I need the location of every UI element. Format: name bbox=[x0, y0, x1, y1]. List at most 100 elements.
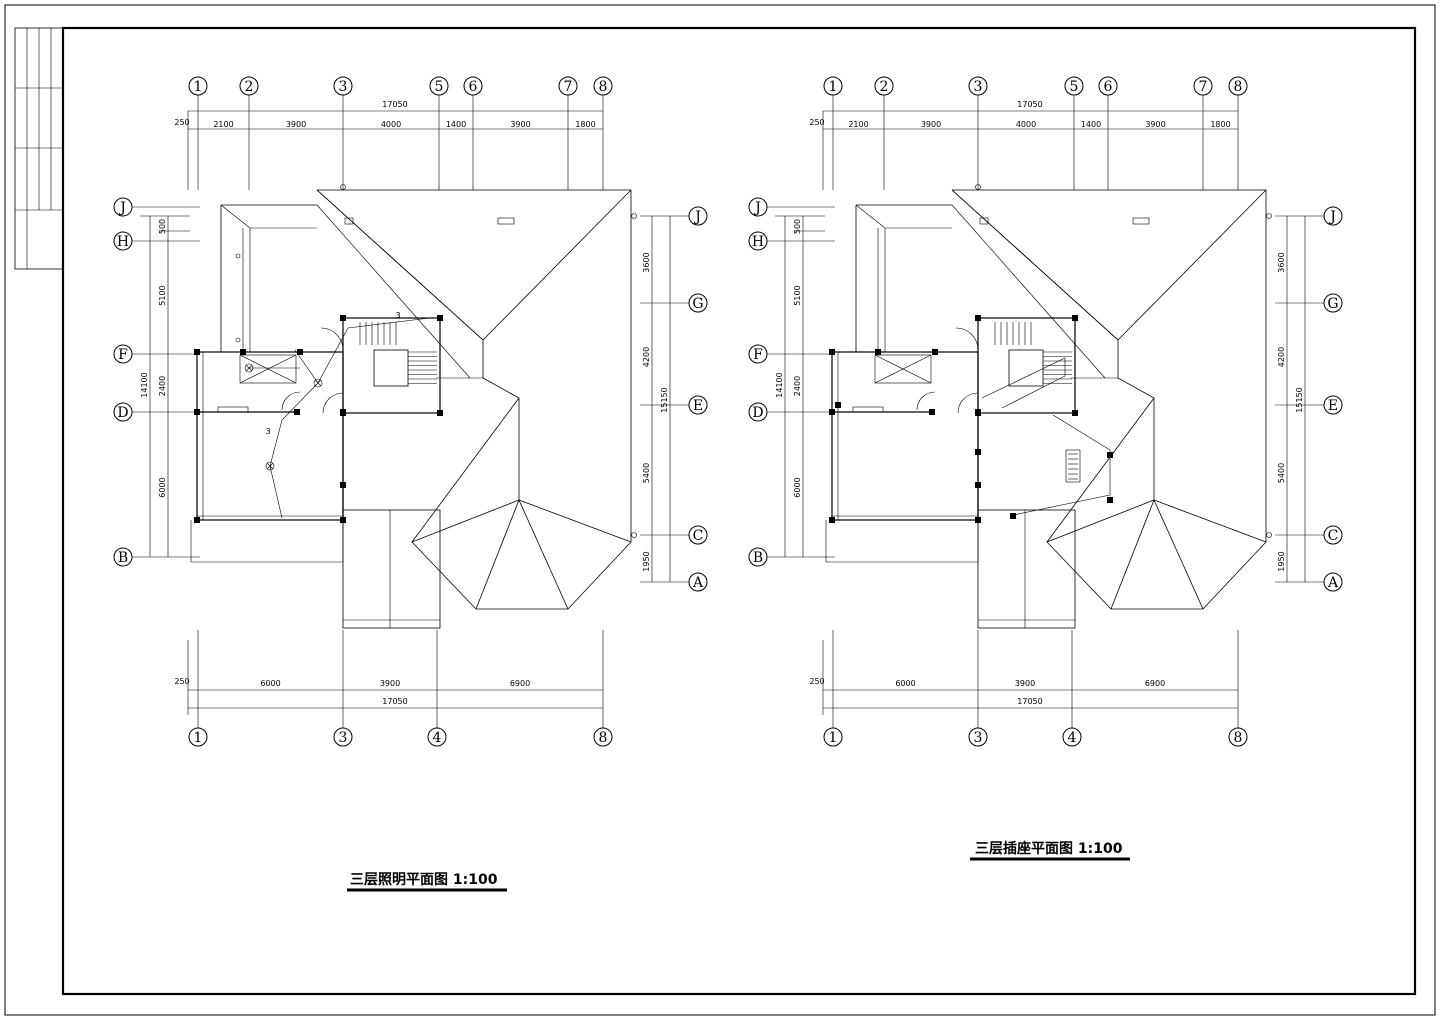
axis-end-mark bbox=[1266, 532, 1272, 538]
closet-cross bbox=[874, 354, 932, 384]
dim-top-total: 17050 bbox=[382, 100, 407, 109]
dim-bottom-seg: 6000 bbox=[895, 679, 915, 688]
axis-right-A-label: A bbox=[692, 575, 704, 591]
column-mark bbox=[1072, 315, 1078, 321]
axis-top-8-label: 8 bbox=[1234, 79, 1243, 95]
dim-bottom-seg: 3900 bbox=[380, 679, 400, 688]
dim-top-total: 17050 bbox=[1017, 100, 1042, 109]
wire-count: 3 bbox=[395, 311, 400, 320]
dim-top-offset: 250 bbox=[174, 118, 189, 127]
roof-edge bbox=[316, 204, 471, 379]
wire-run bbox=[317, 317, 431, 384]
axis-right-C-label: C bbox=[1328, 528, 1339, 544]
axis-end-mark bbox=[975, 184, 981, 190]
column-mark bbox=[1072, 410, 1078, 416]
balcony-outline bbox=[826, 520, 979, 563]
dim-top-seg: 3900 bbox=[1145, 120, 1165, 129]
roof-hip bbox=[411, 499, 520, 543]
axis-right-C-label: C bbox=[693, 528, 704, 544]
axis-bottom-4-label: 4 bbox=[1068, 730, 1077, 746]
dim-right-total: 15150 bbox=[1295, 387, 1304, 412]
dim-right-seg: 1950 bbox=[1277, 551, 1286, 571]
dim-bottom-total: 17050 bbox=[1017, 697, 1042, 706]
roof-edge bbox=[951, 204, 1106, 379]
dim-top-offset: 250 bbox=[809, 118, 824, 127]
dim-bottom-seg: 6900 bbox=[510, 679, 530, 688]
column-mark bbox=[194, 349, 200, 355]
dim-top-seg: 2100 bbox=[848, 120, 868, 129]
roof-hip bbox=[1117, 189, 1267, 341]
stair-well bbox=[1008, 349, 1044, 387]
axis-top-6-label: 6 bbox=[1104, 79, 1113, 95]
dim-top-seg: 1800 bbox=[1210, 120, 1230, 129]
dim-left-seg: 5100 bbox=[158, 285, 167, 305]
roof-hip bbox=[1046, 499, 1155, 543]
wire-count: 3 bbox=[265, 427, 270, 436]
roof-label-mark bbox=[497, 217, 515, 225]
dim-right-seg: 3600 bbox=[1277, 252, 1286, 272]
dim-bottom-offset: 250 bbox=[809, 677, 824, 686]
axis-bottom-8-label: 8 bbox=[1234, 730, 1243, 746]
axis-left-B-label: B bbox=[753, 550, 763, 566]
axis-top-2-label: 2 bbox=[245, 79, 254, 95]
roof-hip bbox=[1153, 499, 1204, 610]
porch-roof bbox=[342, 509, 441, 629]
fixture bbox=[852, 406, 884, 413]
dim-bottom-seg: 3900 bbox=[1015, 679, 1035, 688]
axis-right-J-label: J bbox=[693, 209, 701, 225]
axis-right-G-label: G bbox=[692, 296, 703, 312]
column-mark bbox=[829, 517, 835, 523]
axis-right-E-label: E bbox=[693, 398, 703, 414]
axis-top-5-label: 5 bbox=[1070, 79, 1079, 95]
stair-outline bbox=[977, 317, 1076, 414]
dim-top-seg: 4000 bbox=[1016, 120, 1036, 129]
roof-hip bbox=[951, 189, 1119, 341]
socket-icon bbox=[1107, 497, 1113, 503]
axis-bottom-3-label: 3 bbox=[974, 730, 983, 746]
closet-cross bbox=[239, 354, 297, 384]
door-swing bbox=[320, 327, 344, 351]
door-swing bbox=[957, 392, 979, 414]
column-mark bbox=[875, 349, 881, 355]
roof-hip bbox=[475, 499, 520, 610]
column-mark bbox=[194, 517, 200, 523]
roof-label-mark bbox=[979, 217, 989, 225]
roof-inner-edge bbox=[884, 227, 952, 352]
axis-left-J-label: J bbox=[753, 200, 761, 216]
balcony-outline bbox=[191, 520, 344, 563]
socket-icon bbox=[835, 402, 841, 408]
axis-right-E-label: E bbox=[1328, 398, 1338, 414]
axis-end-mark bbox=[631, 213, 637, 219]
dim-right-seg: 4200 bbox=[1277, 347, 1286, 367]
axis-left-D-label: D bbox=[117, 405, 128, 421]
ceiling-light-icon bbox=[313, 378, 323, 388]
dim-top-seg: 3900 bbox=[921, 120, 941, 129]
roof-hip bbox=[518, 499, 632, 543]
socket-run bbox=[981, 357, 1066, 409]
dim-left-total: 14100 bbox=[775, 372, 784, 397]
wire-run bbox=[294, 349, 319, 384]
column-mark bbox=[975, 315, 981, 321]
door-swing bbox=[916, 391, 936, 411]
axis-bottom-1-label: 1 bbox=[829, 730, 838, 746]
door-swing bbox=[281, 391, 301, 411]
roof-outline bbox=[316, 189, 632, 610]
roof-hip bbox=[1110, 499, 1155, 610]
dim-top-seg: 1800 bbox=[575, 120, 595, 129]
dim-right-seg: 5400 bbox=[642, 463, 651, 483]
stair-outline bbox=[342, 317, 441, 414]
porch-roof bbox=[977, 509, 1076, 629]
title-strip bbox=[14, 27, 64, 270]
axis-left-H-label: H bbox=[752, 234, 764, 250]
closet bbox=[239, 354, 297, 384]
dim-bottom-total: 17050 bbox=[382, 697, 407, 706]
axis-bottom-3-label: 3 bbox=[339, 730, 348, 746]
fixture bbox=[217, 406, 249, 413]
axis-left-B-label: B bbox=[118, 550, 128, 566]
axis-top-3-label: 3 bbox=[974, 79, 983, 95]
roof-hip bbox=[1153, 499, 1267, 543]
axis-top-6-label: 6 bbox=[469, 79, 478, 95]
stair-well bbox=[373, 349, 409, 387]
